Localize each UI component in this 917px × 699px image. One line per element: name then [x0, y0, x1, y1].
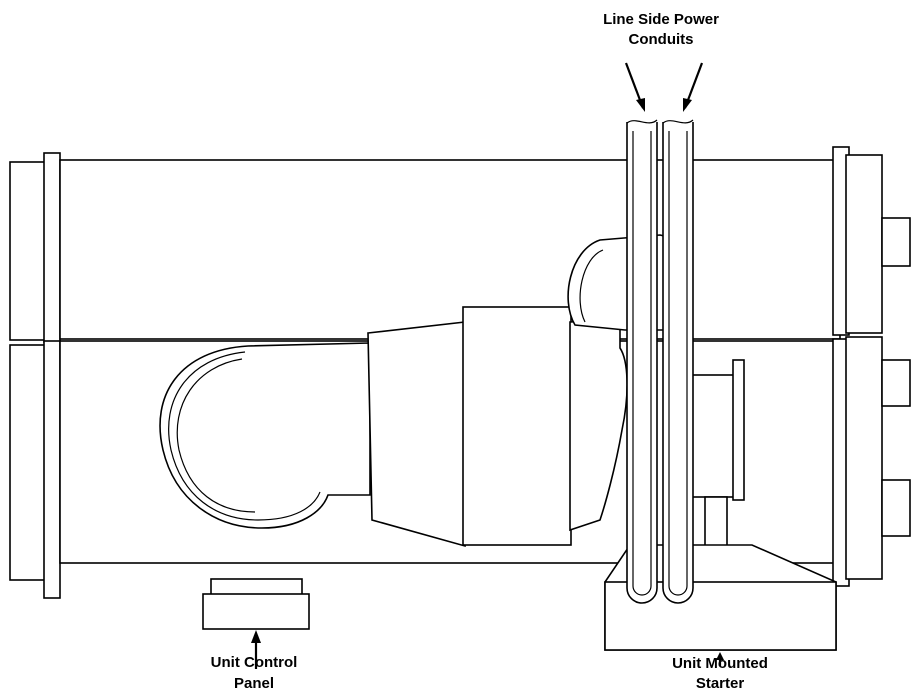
- arrow-conduits-right: [683, 62, 704, 112]
- conduits-label-line2: Conduits: [629, 31, 694, 48]
- arrow-starter: [716, 652, 724, 666]
- arrow-conduits-left: [624, 62, 645, 112]
- upper-shell: [9, 146, 911, 343]
- line-side-power-conduits[interactable]: [626, 119, 694, 604]
- unit-control-panel[interactable]: [202, 578, 310, 630]
- conduits-label-line1: Line Side Power: [603, 11, 719, 28]
- starter-label-line1: Unit Mounted: [672, 655, 768, 672]
- compressor-cone: [367, 321, 466, 548]
- compressor-motor: [462, 306, 628, 546]
- control-panel-label-line2: Panel: [234, 675, 274, 692]
- starter-label-line2: Starter: [696, 675, 745, 692]
- arrow-control-panel: [251, 630, 261, 669]
- suction-elbow: [159, 342, 371, 529]
- control-panel-label-line1: Unit Control: [211, 654, 298, 671]
- shaft-flange: [684, 359, 745, 548]
